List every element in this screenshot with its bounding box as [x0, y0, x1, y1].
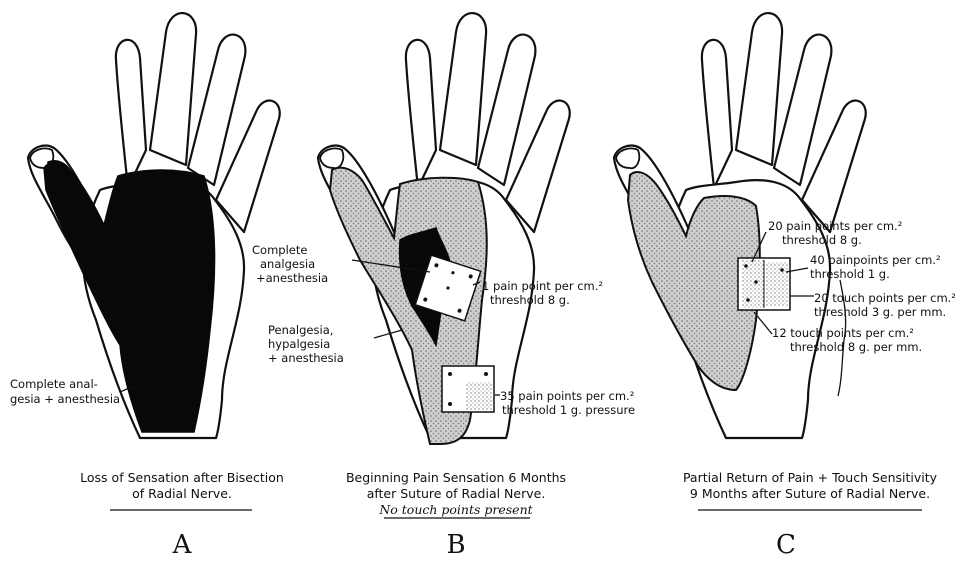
pain-point: [448, 402, 452, 406]
label-b-pain1-1: 1 pain point per cm.²: [482, 279, 603, 293]
label-c-t12-1: 12 touch points per cm.²: [772, 326, 914, 340]
label-c-t20-2: threshold 3 g. per mm.: [814, 305, 946, 319]
panel-letter-a: A: [172, 530, 193, 560]
label-b-complete-2: analgesia: [260, 257, 315, 271]
label-c-p20-2: threshold 8 g.: [782, 233, 862, 247]
pain-point: [448, 372, 452, 376]
panel-letter-c: C: [776, 530, 796, 560]
pain-point: [484, 372, 488, 376]
panel-b: Complete analgesia +anesthesia 1 pain po…: [252, 13, 635, 560]
label-c-p40-1: 40 painpoints per cm.²: [810, 253, 941, 267]
panel-a: Complete anal- gesia + anesthesia Loss o…: [10, 13, 284, 560]
label-b-pain35-2: threshold 1 g. pressure: [502, 403, 635, 417]
label-c-t20-1: 20 touch points per cm.²: [814, 291, 956, 305]
pain-point: [746, 298, 750, 302]
label-c-p40-2: threshold 1 g.: [810, 267, 890, 281]
label-a-line2: gesia + anesthesia: [10, 392, 120, 406]
label-a-line1: Complete anal-: [10, 377, 98, 391]
caption-b-line2: after Suture of Radial Nerve.: [367, 486, 546, 501]
label-b-complete-1: Complete: [252, 243, 307, 257]
label-b-pain1-2: threshold 8 g.: [490, 293, 570, 307]
caption-a-line1: Loss of Sensation after Bisection: [80, 470, 284, 485]
label-b-penal-2: hypalgesia: [268, 337, 330, 351]
patch-b-lower-dots: [466, 382, 492, 410]
caption-c-line1: Partial Return of Pain + Touch Sensitivi…: [683, 470, 938, 485]
pain-point: [744, 264, 748, 268]
label-b-pain35-1: 35 pain points per cm.²: [500, 389, 634, 403]
label-b-penal-3: + anesthesia: [268, 351, 344, 365]
patch-c-touch-dots: [766, 262, 788, 306]
caption-b-line1: Beginning Pain Sensation 6 Months: [346, 470, 566, 485]
caption-c-line2: 9 Months after Suture of Radial Nerve.: [690, 486, 930, 501]
caption-b-line3: No touch points present: [378, 502, 533, 517]
pain-point: [780, 268, 784, 272]
label-b-penal-1: Penalgesia,: [268, 323, 333, 337]
panel-c: 20 pain points per cm.² threshold 8 g. 4…: [614, 13, 956, 560]
pain-point: [754, 280, 758, 284]
label-c-p20-1: 20 pain points per cm.²: [768, 219, 902, 233]
label-c-t12-2: threshold 8 g. per mm.: [790, 340, 922, 354]
panel-letter-b: B: [446, 530, 465, 560]
caption-a-line2: of Radial Nerve.: [132, 486, 232, 501]
label-b-complete-3: +anesthesia: [256, 271, 328, 285]
